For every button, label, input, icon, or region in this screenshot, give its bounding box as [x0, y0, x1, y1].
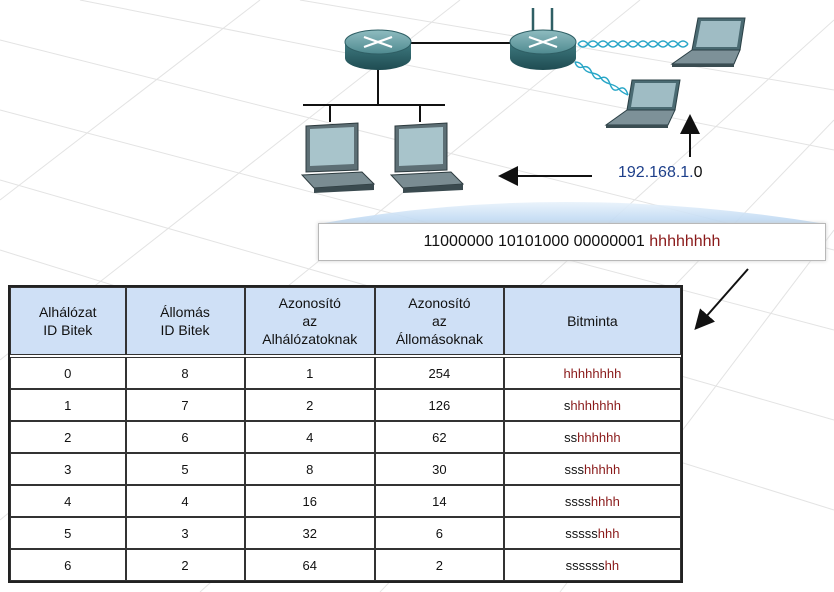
cell-subnet-bits: 0 — [10, 357, 126, 389]
table-row: 6 2 64 2 sssssshh — [10, 549, 681, 581]
cell-host-bits: 2 — [125, 549, 245, 581]
table-row: 2 6 4 62 sshhhhhh — [10, 421, 681, 453]
table-row: 3 5 8 30 ssshhhhh — [10, 453, 681, 485]
cell-hosts: 2 — [375, 549, 504, 581]
cell-hosts: 30 — [375, 453, 504, 485]
cell-subnet-bits: 2 — [10, 421, 126, 453]
cell-subnets: 1 — [244, 357, 376, 389]
table-row: 4 4 16 14 sssshhhh — [10, 485, 681, 517]
cell-subnets: 32 — [244, 517, 376, 549]
cell-subnets: 8 — [244, 453, 376, 485]
table-row: 5 3 32 6 ssssshhh — [10, 517, 681, 549]
cell-host-bits: 7 — [125, 389, 245, 421]
cell-subnets: 4 — [244, 421, 376, 453]
binary-address-box: 11000000 10101000 00000001 hhhhhhhh — [318, 223, 826, 261]
cell-subnet-bits: 3 — [10, 453, 126, 485]
cell-subnets: 16 — [244, 485, 376, 517]
network-address: 192.168.1.0 — [618, 164, 703, 181]
wireless-signal-icon — [574, 61, 629, 96]
table-row: 0 8 1 254 hhhhhhhh — [10, 357, 681, 389]
cell-bit-pattern: sshhhhhh — [503, 421, 681, 453]
wireless-signal-icon — [577, 40, 689, 48]
cell-subnet-bits: 1 — [10, 389, 126, 421]
cell-bit-pattern: shhhhhhh — [503, 389, 681, 421]
cell-subnet-bits: 4 — [10, 485, 126, 517]
cell-hosts: 62 — [375, 421, 504, 453]
cell-bit-pattern: hhhhhhhh — [503, 357, 681, 389]
binary-network-part: 11000000 10101000 00000001 — [423, 233, 650, 250]
laptop-icon — [604, 79, 681, 128]
cell-subnet-bits: 6 — [10, 549, 126, 581]
cell-hosts: 14 — [375, 485, 504, 517]
cell-bit-pattern: sssssshh — [503, 549, 681, 581]
cell-host-bits: 6 — [125, 421, 245, 453]
cell-bit-pattern: ssshhhhh — [503, 453, 681, 485]
desktop-pc-icon — [300, 122, 376, 193]
cell-bit-pattern: sssshhhh — [503, 485, 681, 517]
header-bit-pattern: Bitminta — [503, 287, 681, 355]
wireless-router-icon — [509, 8, 577, 70]
table-row: 1 7 2 126 shhhhhhh — [10, 389, 681, 421]
cell-host-bits: 4 — [125, 485, 245, 517]
cell-subnets: 64 — [244, 549, 376, 581]
binary-host-part: hhhhhhhh — [649, 233, 721, 250]
cell-subnet-bits: 5 — [10, 517, 126, 549]
arrow-icon — [694, 268, 749, 331]
desktop-pc-icon — [389, 122, 465, 193]
router-icon — [344, 29, 412, 70]
cell-host-bits: 8 — [125, 357, 245, 389]
laptop-icon — [670, 17, 746, 67]
cell-hosts: 254 — [375, 357, 504, 389]
cell-hosts: 6 — [375, 517, 504, 549]
cell-host-bits: 5 — [125, 453, 245, 485]
cell-host-bits: 3 — [125, 517, 245, 549]
cell-subnets: 2 — [244, 389, 376, 421]
cell-hosts: 126 — [375, 389, 504, 421]
address-highlight-beam — [318, 202, 826, 224]
cell-bit-pattern: ssssshhh — [503, 517, 681, 549]
